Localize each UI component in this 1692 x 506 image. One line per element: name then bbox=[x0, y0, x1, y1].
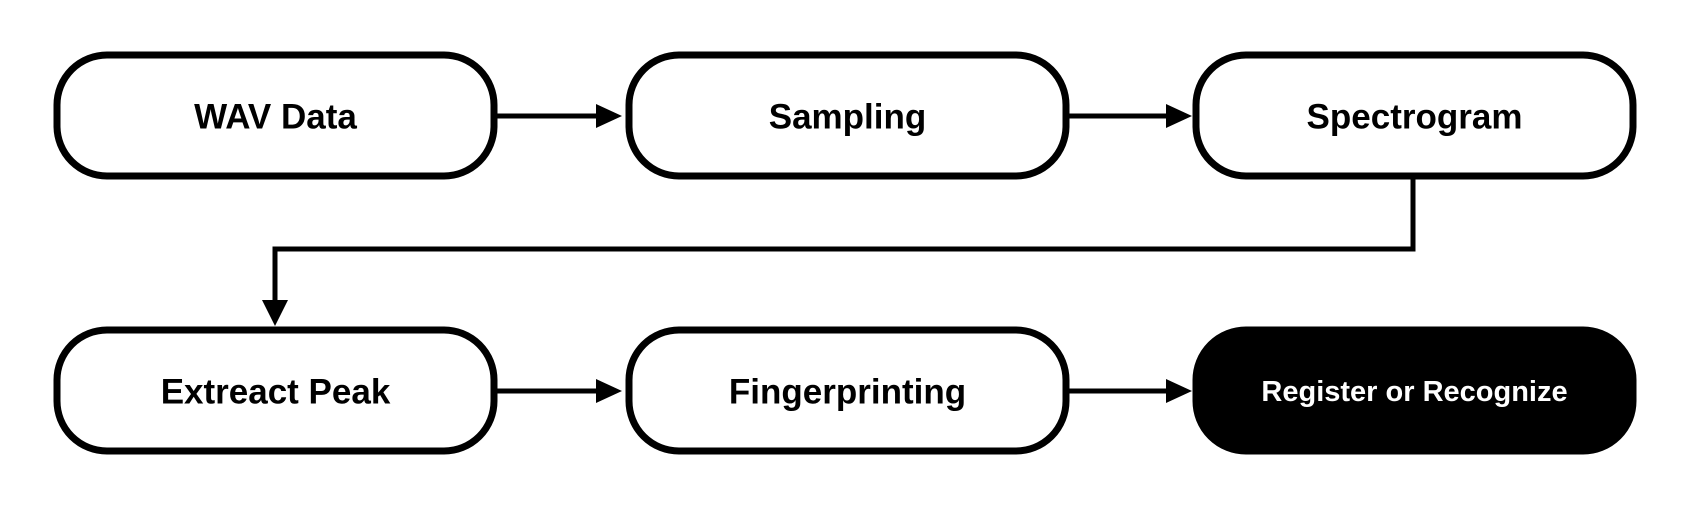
node-label-register-or-recognize: Register or Recognize bbox=[1261, 376, 1567, 408]
node-extract-peak: Extreact Peak bbox=[53, 326, 498, 455]
node-sampling: Sampling bbox=[625, 51, 1070, 180]
edges bbox=[262, 104, 1416, 403]
node-fingerprinting: Fingerprinting bbox=[625, 326, 1070, 455]
node-label-sampling: Sampling bbox=[769, 98, 927, 137]
node-wav-data: WAV Data bbox=[53, 51, 498, 180]
edge-sampling-to-spectrogram bbox=[1066, 104, 1192, 128]
edge-fingerprinting-to-register bbox=[1066, 379, 1192, 403]
edge-extract-peak-to-fingerprinting bbox=[494, 379, 622, 403]
edge-wav-data-to-sampling bbox=[494, 104, 622, 128]
node-register-or-recognize: Register or Recognize bbox=[1192, 326, 1637, 455]
node-label-extract-peak: Extreact Peak bbox=[161, 373, 391, 412]
node-label-spectrogram: Spectrogram bbox=[1307, 98, 1523, 137]
node-spectrogram: Spectrogram bbox=[1192, 51, 1637, 180]
edge-spectrogram-to-extract-peak bbox=[262, 176, 1416, 326]
node-label-wav-data: WAV Data bbox=[194, 98, 357, 137]
node-label-fingerprinting: Fingerprinting bbox=[729, 373, 966, 412]
